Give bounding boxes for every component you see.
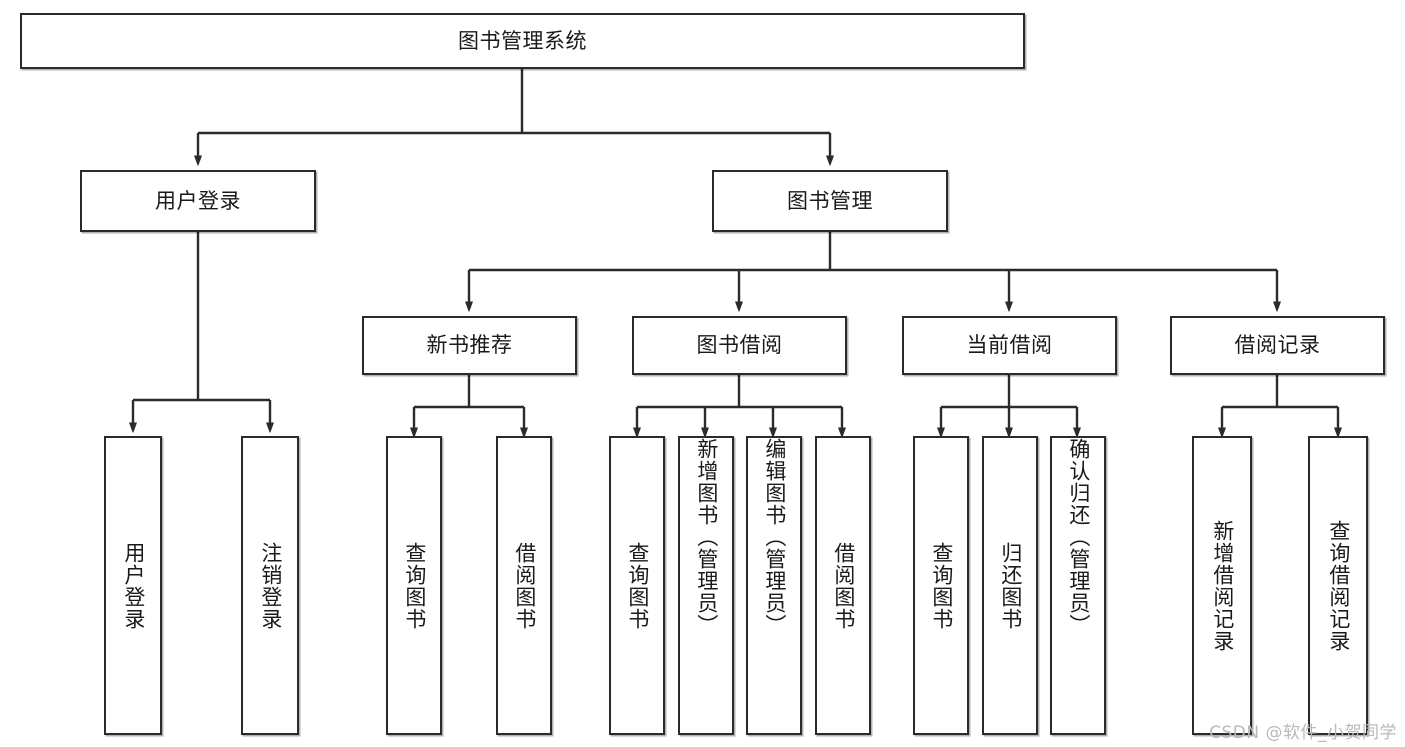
leaf-user-login-label: 用户登录: [121, 541, 146, 630]
leaf-borrow-book-2-label: 借阅图书: [831, 541, 856, 630]
node-book-borrow[interactable]: 图书借阅: [632, 316, 847, 375]
leaf-user-login[interactable]: 用户登录: [104, 436, 162, 735]
leaf-query-borrow-record-label: 查询借阅记录: [1326, 519, 1351, 652]
node-root-label: 图书管理系统: [458, 28, 587, 53]
leaf-return-book-label: 归还图书: [998, 541, 1023, 630]
leaf-add-book[interactable]: 新增图书（管理员）: [678, 436, 734, 735]
leaf-query-book-1[interactable]: 查询图书: [386, 436, 442, 735]
node-new-book-recommend[interactable]: 新书推荐: [362, 316, 577, 375]
leaf-confirm-return-label: 确认归还（管理员）: [1066, 438, 1091, 636]
node-book-manage[interactable]: 图书管理: [712, 170, 948, 232]
leaf-confirm-return[interactable]: 确认归还（管理员）: [1050, 436, 1106, 735]
leaf-add-borrow-record-label: 新增借阅记录: [1210, 519, 1235, 652]
leaf-edit-book-label: 编辑图书（管理员）: [762, 438, 787, 636]
leaf-borrow-book-1-label: 借阅图书: [512, 541, 537, 630]
node-borrow-record-label: 借阅记录: [1234, 333, 1321, 357]
leaf-add-book-label: 新增图书（管理员）: [694, 438, 719, 636]
node-borrow-record[interactable]: 借阅记录: [1170, 316, 1385, 375]
leaf-query-book-1-label: 查询图书: [402, 541, 427, 630]
leaf-edit-book[interactable]: 编辑图书（管理员）: [746, 436, 802, 735]
node-current-borrow-label: 当前借阅: [966, 333, 1053, 357]
leaf-borrow-book-2[interactable]: 借阅图书: [815, 436, 871, 735]
node-user-login-label: 用户登录: [155, 188, 241, 213]
node-book-manage-label: 图书管理: [787, 188, 873, 213]
leaf-return-book[interactable]: 归还图书: [982, 436, 1038, 735]
node-root[interactable]: 图书管理系统: [20, 13, 1025, 69]
leaf-query-book-3[interactable]: 查询图书: [913, 436, 969, 735]
leaf-query-book-2[interactable]: 查询图书: [609, 436, 665, 735]
node-book-borrow-label: 图书借阅: [696, 333, 783, 357]
leaf-query-borrow-record[interactable]: 查询借阅记录: [1308, 436, 1368, 735]
node-current-borrow[interactable]: 当前借阅: [902, 316, 1117, 375]
leaf-logout-label: 注销登录: [258, 541, 283, 630]
leaf-add-borrow-record[interactable]: 新增借阅记录: [1192, 436, 1252, 735]
leaf-query-book-3-label: 查询图书: [929, 541, 954, 630]
leaf-query-book-2-label: 查询图书: [625, 541, 650, 630]
leaf-logout[interactable]: 注销登录: [241, 436, 299, 735]
node-new-book-recommend-label: 新书推荐: [426, 333, 513, 357]
leaf-borrow-book-1[interactable]: 借阅图书: [496, 436, 552, 735]
node-user-login[interactable]: 用户登录: [80, 170, 316, 232]
